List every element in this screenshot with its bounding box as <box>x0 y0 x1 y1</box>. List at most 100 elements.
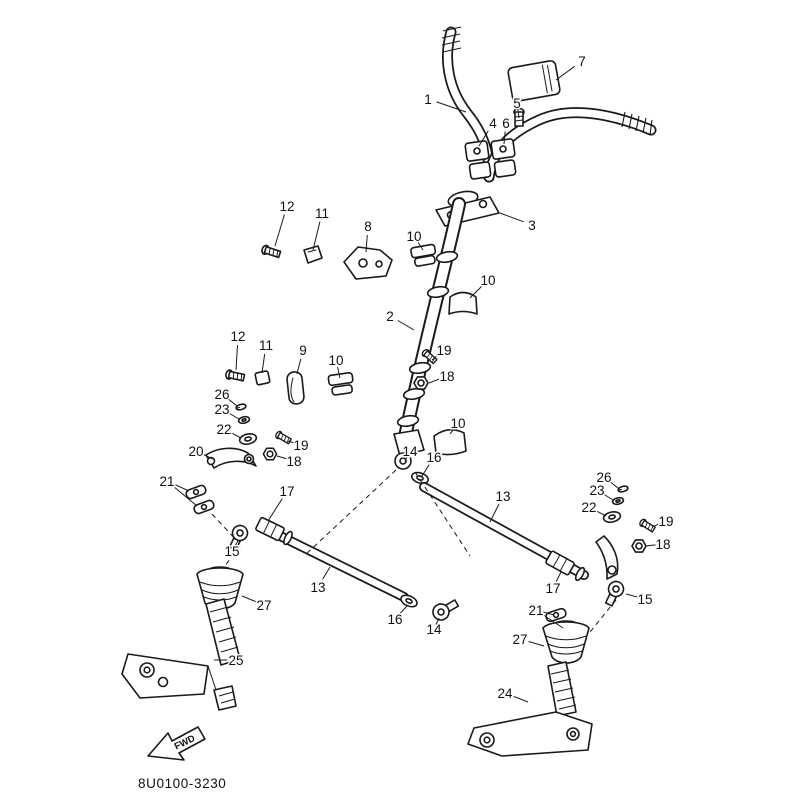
callout-label: 24 <box>497 686 513 701</box>
retaining-clip <box>616 484 630 494</box>
clamp-plate <box>544 606 568 624</box>
callout-label: 8 <box>364 219 372 234</box>
boot-right <box>542 620 590 664</box>
callout-leader <box>543 614 564 629</box>
callout-label: 18 <box>286 454 301 469</box>
spindle-plate <box>121 653 209 699</box>
callout-leader <box>174 484 190 492</box>
column-collar <box>408 361 432 375</box>
callout-leader <box>287 440 296 444</box>
column-collar <box>396 414 420 428</box>
clamp-keeper <box>254 370 271 386</box>
callout-label: 2 <box>386 309 394 324</box>
callout-label: 19 <box>658 514 673 529</box>
callout-leader <box>276 455 288 460</box>
callout-leader <box>555 65 575 81</box>
bracket-hole <box>358 258 368 268</box>
callout-leader <box>435 617 440 625</box>
callout-leader <box>261 353 266 374</box>
ball-joint <box>432 599 460 621</box>
clamp-hole <box>499 145 507 153</box>
spindle-plate <box>467 711 593 757</box>
column-bottom-bracket <box>393 429 425 457</box>
callout-leader <box>235 344 238 371</box>
arm-hole <box>607 565 617 575</box>
column-collar <box>426 285 450 299</box>
hex-nut <box>631 539 647 553</box>
callout-leader <box>625 593 638 598</box>
callout-leader <box>241 595 256 603</box>
bracket-hole <box>375 260 383 268</box>
bolt <box>637 517 657 534</box>
callout-label: 10 <box>450 416 465 431</box>
callout-leader <box>449 427 456 435</box>
washer <box>237 414 251 426</box>
callout-label: 5 <box>513 96 521 111</box>
callout-label: 12 <box>279 199 294 214</box>
clamp-half <box>286 371 305 405</box>
callout-leader <box>513 695 529 703</box>
washer <box>237 431 259 447</box>
steering-bracket <box>343 246 393 280</box>
bushing-upper <box>410 243 437 267</box>
clamp-plate <box>192 498 216 516</box>
callout-leader <box>267 498 283 522</box>
bolt <box>260 243 282 260</box>
callout-label: 22 <box>581 500 596 515</box>
callout-leader <box>417 241 424 251</box>
callout-leader <box>503 131 506 145</box>
handlebar-clamps <box>464 107 525 180</box>
callout-leader <box>489 503 500 523</box>
washer <box>398 592 420 610</box>
column-bushings <box>327 243 478 456</box>
jam-nut <box>574 566 586 582</box>
callout-label: 17 <box>279 484 294 499</box>
callout-leader <box>296 358 302 375</box>
column-collar <box>402 387 426 401</box>
callout-leader <box>469 286 482 299</box>
right-grip-hatching <box>621 111 653 136</box>
callout-label: 21 <box>528 603 543 618</box>
hex-nut <box>413 376 429 390</box>
callout-leader <box>173 486 198 507</box>
callout-leader <box>603 493 614 501</box>
callout-leader <box>202 453 214 460</box>
bolt <box>224 368 246 383</box>
left-washer-stack <box>184 402 259 543</box>
callout-label: 25 <box>228 653 243 668</box>
callout-leader <box>312 221 321 251</box>
callout-label: 10 <box>480 273 495 288</box>
steering-column <box>393 190 500 457</box>
callout-leader <box>421 464 430 477</box>
callout-label: 27 <box>256 598 271 613</box>
callout-label: 21 <box>159 474 174 489</box>
left-grip-hatching <box>441 26 462 53</box>
clamp-plate <box>184 483 208 501</box>
callout-label: 13 <box>310 580 325 595</box>
callout-leader <box>517 108 520 119</box>
steering-arm <box>205 447 257 469</box>
plate-hole <box>478 199 488 209</box>
callout-label: 23 <box>589 483 604 498</box>
retaining-clip <box>234 402 248 412</box>
bushing-lower <box>433 428 467 456</box>
part-number: 8U0100-3230 <box>138 776 226 791</box>
column-collar <box>435 250 459 264</box>
callout-label: 16 <box>387 612 402 627</box>
callout-label: 19 <box>293 438 308 453</box>
clamp-lower-right <box>493 159 517 178</box>
callout-label: 4 <box>489 116 497 131</box>
callout-leader <box>436 101 467 113</box>
callout-leader <box>397 320 415 331</box>
callout-label: 20 <box>188 444 203 459</box>
rod-end-hex <box>545 550 575 576</box>
callout-leader <box>478 130 489 147</box>
callout-label: 18 <box>439 369 454 384</box>
callout-leader <box>595 510 607 517</box>
callout-label: 10 <box>328 353 343 368</box>
callout-leader <box>227 398 238 407</box>
callout-label: 11 <box>259 338 273 353</box>
callout-leader <box>337 367 341 379</box>
callout-label: 15 <box>637 592 652 607</box>
